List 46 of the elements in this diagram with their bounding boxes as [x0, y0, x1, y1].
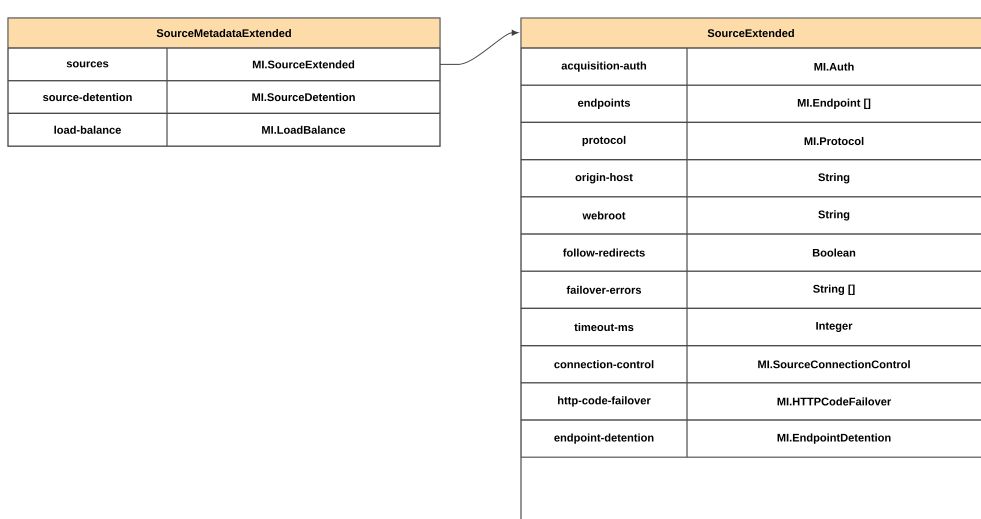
table-row — [520, 122, 981, 160]
field-type: MI.SourceConnectionControl — [758, 360, 910, 368]
table-row — [520, 308, 981, 346]
table-row — [520, 382, 981, 421]
table-title: SourceMetadataExtended — [156, 28, 291, 38]
field-type: MI.Auth — [814, 62, 854, 71]
table — [520, 17, 981, 519]
field-name: load-balance — [54, 126, 121, 134]
table-row — [520, 419, 981, 458]
field-type: String — [818, 173, 850, 184]
field-type: String [] — [813, 284, 855, 295]
field-type: MI.Protocol — [804, 136, 864, 146]
table-row — [7, 47, 441, 82]
table-row — [520, 159, 981, 198]
field-name: endpoints — [578, 98, 630, 109]
field-name: follow-redirects — [563, 248, 645, 257]
field-type: MI.EndpointDetention — [778, 433, 890, 444]
table-row — [520, 233, 981, 272]
table-row — [7, 112, 441, 147]
table-row — [520, 345, 981, 384]
field-name: http-code-failover — [558, 396, 651, 407]
table-row — [520, 196, 981, 235]
field-name: origin-host — [576, 173, 633, 184]
field-name: connection-control — [554, 360, 654, 368]
table-row — [7, 80, 441, 114]
table-row — [520, 270, 981, 309]
field-type: MI.SourceExtended — [252, 60, 354, 68]
field-name: source-detention — [43, 93, 132, 102]
field-type: MI.HTTPCodeFailover — [778, 397, 892, 406]
field-name: sources — [66, 61, 108, 68]
arrow — [440, 30, 518, 65]
table-row — [520, 84, 981, 123]
table-title: SourceExtended — [708, 28, 794, 38]
field-type: Boolean — [812, 248, 856, 257]
field-type: String — [818, 210, 850, 221]
field-name: timeout-ms — [574, 322, 634, 332]
table-row — [520, 47, 981, 86]
field-type: MI.SourceDetention — [252, 93, 355, 102]
field-name: webroot — [582, 211, 626, 220]
field-type: Integer — [816, 322, 852, 332]
field-name: protocol — [582, 136, 626, 146]
field-name: endpoint-detention — [554, 433, 654, 444]
field-name: failover-errors — [566, 286, 642, 294]
field-type: MI.Endpoint [] — [798, 98, 870, 109]
field-type: MI.LoadBalance — [262, 126, 346, 134]
field-name: acquisition-auth — [562, 61, 646, 72]
